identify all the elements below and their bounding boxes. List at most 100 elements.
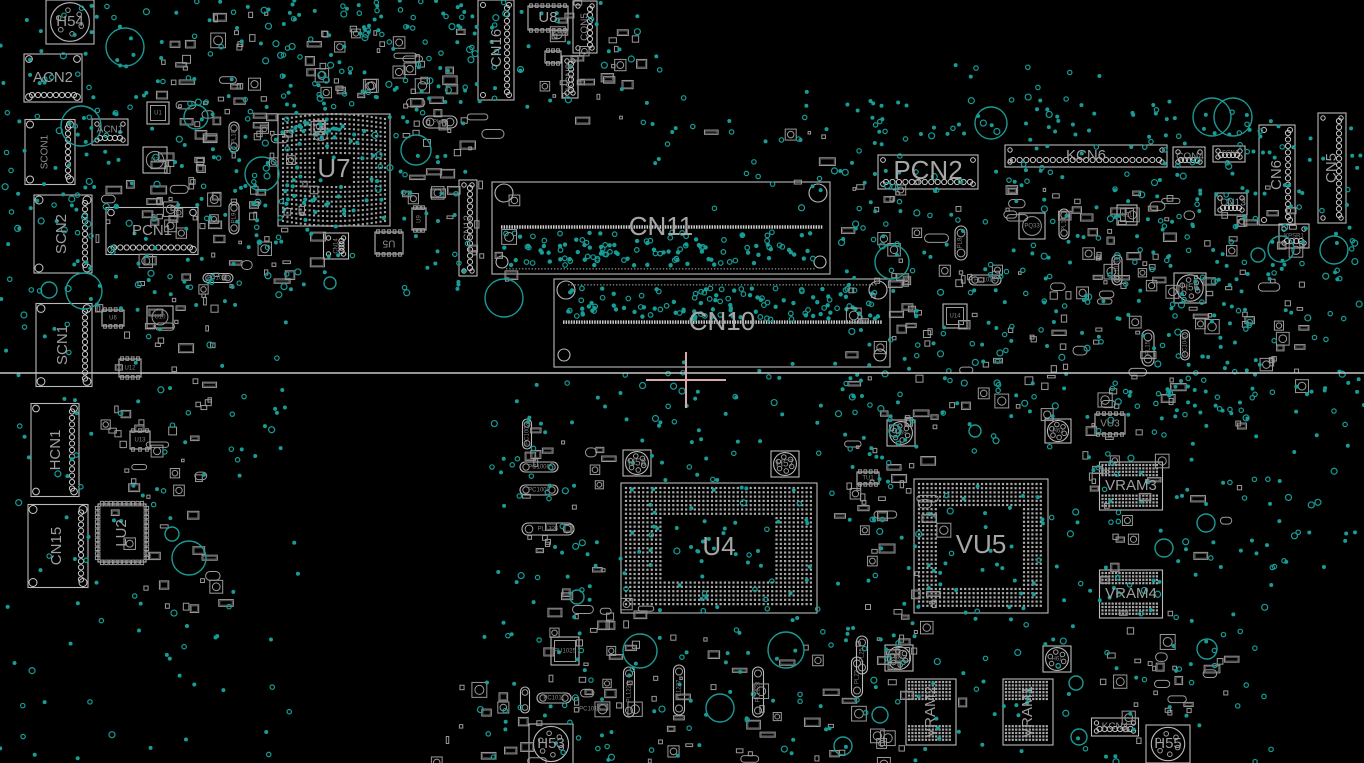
drill-hole xyxy=(400,134,432,166)
component-cn15[interactable] xyxy=(27,503,89,589)
silkscreen-label: U7 xyxy=(317,153,350,183)
drill-hole xyxy=(171,540,207,576)
silkscreen-label: CN6 xyxy=(1268,160,1285,190)
silkscreen-label: LU2 xyxy=(113,519,130,547)
drill-hole xyxy=(164,526,180,542)
silkscreen-label: U9 xyxy=(417,215,423,223)
component-vu5[interactable] xyxy=(913,478,1049,614)
component-cn10[interactable] xyxy=(553,278,891,368)
mount-hole-h62[interactable] xyxy=(1044,418,1072,444)
mount-hole-h54[interactable] xyxy=(45,0,95,45)
silkscreen-label: H56 xyxy=(1181,283,1200,294)
component-hcn1[interactable] xyxy=(30,402,80,498)
silkscreen-label: TU1 xyxy=(862,476,874,482)
component-u2[interactable] xyxy=(544,48,562,66)
silkscreen-label: PC1016 xyxy=(207,276,229,282)
component-vram4[interactable] xyxy=(1098,569,1164,619)
mount-hole-h55[interactable] xyxy=(1145,724,1191,763)
silkscreen-label: H60 xyxy=(893,656,905,662)
drill-hole xyxy=(705,693,735,723)
mount-hole-h59[interactable] xyxy=(886,419,916,447)
silkscreen-label: PC1040 xyxy=(1183,333,1189,355)
component-u9[interactable] xyxy=(411,205,427,233)
component-u1[interactable] xyxy=(146,101,170,125)
mount-hole-h61[interactable] xyxy=(1042,645,1072,673)
drill-hole xyxy=(484,278,524,318)
component-acn2[interactable] xyxy=(23,53,83,103)
component-kcn4[interactable] xyxy=(1090,717,1140,737)
silkscreen-label: KCN8 xyxy=(565,63,576,90)
component-pc1006[interactable] xyxy=(519,461,559,473)
silkscreen-label: CN12 xyxy=(463,215,474,241)
component-pc1011[interactable] xyxy=(536,692,572,704)
component-cn6[interactable] xyxy=(1258,124,1296,226)
silkscreen-label: SCN4 xyxy=(1222,151,1239,157)
component-cn11[interactable] xyxy=(491,181,831,275)
component-cn14[interactable] xyxy=(322,232,350,260)
silkscreen-label: PCN2 xyxy=(893,155,962,185)
component-pc1040[interactable] xyxy=(1179,329,1191,361)
silkscreen-label: PCN1 xyxy=(132,222,172,239)
silkscreen-label: U6 xyxy=(109,316,117,322)
silkscreen-label: U10 xyxy=(154,315,166,321)
silkscreen-label: U3 xyxy=(151,158,159,164)
silkscreen-label: CN16 xyxy=(488,29,505,67)
crosshair-cursor xyxy=(0,352,1364,408)
component-scon1[interactable] xyxy=(24,118,76,186)
silkscreen-label: PL8 xyxy=(958,237,964,248)
component-u8[interactable] xyxy=(527,3,569,33)
drill-hole xyxy=(1154,538,1174,558)
component-pl14[interactable] xyxy=(1058,208,1070,240)
mount-hole-h57[interactable] xyxy=(770,450,800,478)
drill-hole xyxy=(1267,235,1295,263)
drill-hole xyxy=(1192,97,1232,137)
component-pl25[interactable] xyxy=(855,635,869,675)
component-pq33[interactable] xyxy=(1018,212,1046,240)
component-cn5[interactable] xyxy=(1317,112,1347,224)
component-pl1227[interactable] xyxy=(672,664,686,716)
component-lu2[interactable] xyxy=(94,500,150,566)
component-vram2[interactable] xyxy=(905,678,957,746)
silkscreen-label: CN13 xyxy=(1220,198,1246,209)
component-pl8[interactable] xyxy=(954,225,968,261)
component-pc1002[interactable] xyxy=(521,418,533,450)
component-vram1[interactable] xyxy=(1002,678,1054,746)
drill-hole xyxy=(974,106,1008,140)
silkscreen-label: H53 xyxy=(537,735,565,752)
silkscreen-label: CN14 xyxy=(334,238,340,254)
silkscreen-label: PL1226 xyxy=(627,681,633,702)
mount-hole-h58[interactable] xyxy=(622,449,652,477)
drill-hole xyxy=(871,706,889,724)
drill-hole xyxy=(833,736,853,756)
silkscreen-label: H58 xyxy=(628,458,647,469)
component-u12[interactable] xyxy=(118,356,142,380)
component-u4[interactable] xyxy=(620,482,818,614)
silkscreen-label: ACN1 xyxy=(97,125,124,136)
silkscreen-label: KPSR1 xyxy=(1284,234,1304,240)
component-cn13[interactable] xyxy=(1214,192,1248,216)
component-pl10[interactable] xyxy=(228,121,240,153)
silkscreen-label: PL1228 xyxy=(756,681,762,702)
component-u14[interactable] xyxy=(942,303,968,329)
silkscreen-label: SCN2 xyxy=(53,214,70,254)
silkscreen-label: U14 xyxy=(949,314,961,320)
component-scn1[interactable] xyxy=(35,302,93,388)
component-u5[interactable] xyxy=(374,229,404,257)
drill-hole-layer xyxy=(40,27,1349,756)
component-u7[interactable] xyxy=(277,113,391,227)
drill-hole xyxy=(767,631,805,669)
silkscreen-label: PQ33 xyxy=(1024,224,1040,230)
component-kcn6[interactable] xyxy=(1004,144,1168,168)
silkscreen-label: PL23 xyxy=(855,669,861,684)
silkscreen-label: PC1002 xyxy=(525,422,531,444)
component-vu3[interactable] xyxy=(1094,411,1126,437)
component-kcn8[interactable] xyxy=(561,55,579,99)
silkscreen-label: U13 xyxy=(134,438,146,444)
silkscreen-label: VRAM1 xyxy=(1019,686,1036,738)
silkscreen-label: U1 xyxy=(154,111,162,117)
silkscreen-label: CON4 xyxy=(1176,152,1204,163)
component-pc1008[interactable] xyxy=(519,484,559,496)
